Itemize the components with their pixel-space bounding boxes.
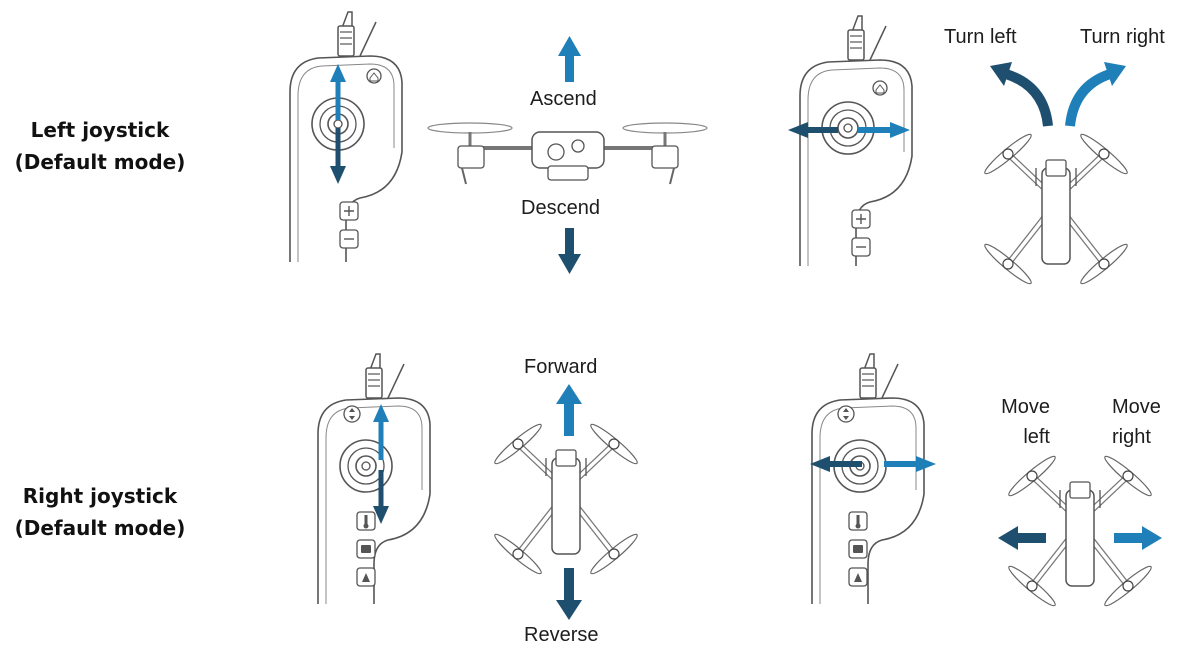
plus-icon <box>851 209 871 229</box>
drone-top-view-forward <box>492 421 640 577</box>
home-icon <box>872 80 888 96</box>
home-icon <box>366 68 382 84</box>
move-right-arrow-icon <box>1114 526 1162 550</box>
minus-icon <box>339 229 359 249</box>
drone-top-view-turn <box>982 131 1130 287</box>
up-arrow-icon <box>330 64 346 120</box>
forward-caption: Forward <box>524 356 598 378</box>
drone-top-view-move <box>1006 453 1154 609</box>
right-joystick-label: Right joystick (Default mode) <box>14 484 186 540</box>
updown-icon <box>343 405 361 423</box>
descend-caption: Descend <box>521 197 600 219</box>
down-arrow-icon <box>330 128 346 184</box>
right-arrow-icon <box>858 122 910 138</box>
camera-icon <box>356 539 376 559</box>
thermometer-icon <box>848 511 868 531</box>
reverse-arrow-icon <box>556 568 582 620</box>
drone-side-view <box>427 122 708 185</box>
record-icon <box>848 567 868 587</box>
left-arrow-icon <box>788 122 838 138</box>
reverse-caption: Reverse <box>524 624 599 646</box>
right-controller-forward <box>317 353 431 605</box>
turn-right-arrow-icon <box>1065 62 1126 127</box>
turn-left-arrow-icon <box>990 62 1053 127</box>
camera-icon <box>848 539 868 559</box>
ascend-arrow-icon <box>558 36 581 82</box>
move-left-arrow-icon <box>998 526 1046 550</box>
down-arrow-icon <box>373 470 389 524</box>
left-arrow-icon <box>810 456 862 472</box>
thermometer-icon <box>356 511 376 531</box>
right-arrow-icon <box>884 456 936 472</box>
left-controller-ascend <box>289 11 403 263</box>
ascend-caption: Ascend <box>530 88 597 110</box>
forward-arrow-icon <box>556 384 582 436</box>
minus-icon <box>851 237 871 257</box>
turn-left-caption: Turn left <box>944 26 1017 48</box>
plus-icon <box>339 201 359 221</box>
left-joystick-label: Left joystick (Default mode) <box>14 118 186 174</box>
descend-arrow-icon <box>558 228 581 274</box>
turn-right-caption: Turn right <box>1080 26 1165 48</box>
up-arrow-icon <box>373 404 389 460</box>
updown-icon <box>837 405 855 423</box>
right-controller-move <box>811 353 925 605</box>
record-icon <box>356 567 376 587</box>
